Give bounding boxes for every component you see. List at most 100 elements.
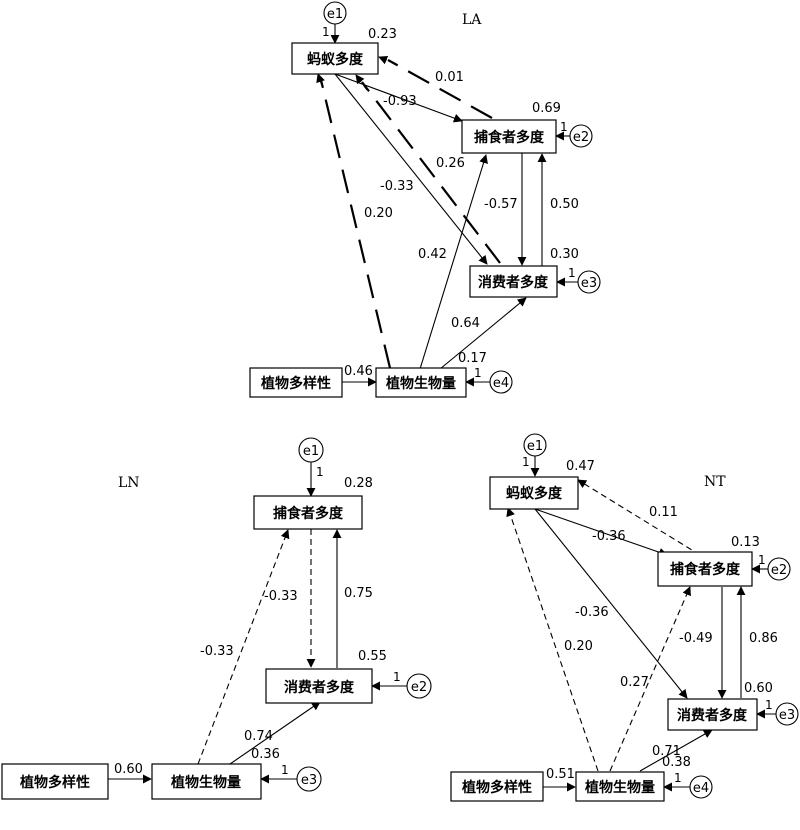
la-r2-plant-biomass: 0.17 bbox=[458, 351, 487, 366]
svg-text:e3: e3 bbox=[581, 276, 597, 291]
svg-text:植物生物量: 植物生物量 bbox=[385, 375, 456, 392]
ln-weight-e2: 1 bbox=[393, 670, 401, 684]
nt-r2-ant: 0.47 bbox=[566, 459, 595, 474]
nt-node-plant-biomass: 植物生物量 bbox=[575, 771, 665, 802]
la-weight-e1: 1 bbox=[322, 25, 330, 39]
la-error-e1: e1 bbox=[323, 1, 347, 25]
ln-node-plant-diversity: 植物多样性 bbox=[1, 763, 109, 800]
ln-weight-e1: 1 bbox=[316, 465, 324, 479]
svg-text:e1: e1 bbox=[327, 7, 343, 22]
ln-coef-consumer-predator: 0.75 bbox=[344, 586, 373, 601]
la-path-plantbio-predator bbox=[419, 154, 488, 370]
nt-path-plantbio-predator-dashed bbox=[609, 586, 691, 772]
ln-r2-predator: 0.28 bbox=[344, 476, 373, 491]
panel-title-la: LA bbox=[462, 12, 482, 28]
la-weight-e3: 1 bbox=[568, 266, 576, 280]
nt-weight-e1: 1 bbox=[522, 455, 530, 469]
nt-error-e2: e2 bbox=[767, 557, 791, 581]
la-coef-consumer-predator: 0.50 bbox=[550, 197, 579, 212]
ln-error-e2: e2 bbox=[406, 673, 432, 699]
panel-nt: NT 蚂蚁多度 捕食者多度 消费者多度 植物多样性 bbox=[450, 433, 799, 802]
svg-text:蚂蚁多度: 蚂蚁多度 bbox=[307, 51, 364, 68]
la-node-plant-biomass: 植物生物量 bbox=[375, 367, 467, 398]
svg-text:消费者多度: 消费者多度 bbox=[677, 707, 748, 724]
ln-coef-plantdiv-plantbio: 0.60 bbox=[114, 762, 143, 777]
ln-coef-predator-consumer: -0.33 bbox=[264, 589, 298, 604]
nt-node-consumer: 消费者多度 bbox=[667, 698, 758, 731]
nt-weight-e2: 1 bbox=[758, 553, 766, 567]
nt-coef-plantbio-consumer: 0.71 bbox=[652, 744, 681, 759]
nt-path-plantbio-ant-dashed bbox=[506, 507, 599, 772]
svg-text:e3: e3 bbox=[301, 773, 317, 788]
la-coef-plantbio-consumer: 0.64 bbox=[451, 316, 480, 331]
ln-error-e1: e1 bbox=[298, 437, 324, 463]
nt-r2-consumer: 0.60 bbox=[744, 681, 773, 696]
la-error-e3: e3 bbox=[577, 270, 601, 294]
la-path-consumer-ant-dashed bbox=[361, 81, 501, 264]
svg-text:e2: e2 bbox=[573, 130, 589, 145]
nt-coef-consumer-predator: 0.86 bbox=[749, 631, 778, 646]
la-weight-e4: 1 bbox=[474, 366, 482, 380]
nt-node-plant-diversity: 植物多样性 bbox=[450, 771, 544, 802]
la-r2-consumer: 0.30 bbox=[550, 247, 579, 262]
ln-node-consumer: 消费者多度 bbox=[265, 668, 373, 704]
svg-text:植物多样性: 植物多样性 bbox=[19, 774, 90, 791]
ln-path-plantbio-consumer bbox=[229, 701, 321, 765]
nt-coef-ant-consumer: -0.36 bbox=[575, 605, 609, 620]
la-path-consumer-ant-arrow bbox=[355, 74, 368, 91]
la-r2-ant: 0.23 bbox=[368, 27, 397, 42]
svg-text:植物生物量: 植物生物量 bbox=[170, 774, 241, 791]
svg-text:e3: e3 bbox=[779, 708, 795, 723]
la-error-e4: e4 bbox=[489, 370, 513, 394]
nt-path-ant-consumer bbox=[534, 508, 688, 699]
la-path-predator-ant-dashed bbox=[387, 59, 493, 119]
svg-text:捕食者多度: 捕食者多度 bbox=[273, 505, 344, 522]
la-coef-plantdiv-plantbio: 0.46 bbox=[344, 364, 373, 379]
la-error-e2: e2 bbox=[569, 124, 593, 148]
nt-coef-plantdiv-plantbio: 0.51 bbox=[546, 767, 575, 782]
la-coef-plantbio-predator: 0.42 bbox=[418, 247, 447, 262]
svg-text:蚂蚁多度: 蚂蚁多度 bbox=[506, 485, 563, 502]
svg-text:消费者多度: 消费者多度 bbox=[284, 679, 355, 696]
panel-la: LA 蚂蚁多度 捕食者多度 消费者多度 bbox=[249, 1, 601, 398]
svg-text:e1: e1 bbox=[527, 439, 543, 454]
panel-ln: LN 捕食者多度 消费者多度 植物多样性 植物生物量 bbox=[1, 437, 432, 800]
nt-error-e4: e4 bbox=[689, 775, 713, 799]
svg-text:植物多样性: 植物多样性 bbox=[461, 779, 532, 796]
la-path-predator-ant-arrow bbox=[378, 55, 397, 65]
ln-r2-consumer: 0.55 bbox=[358, 649, 387, 664]
svg-text:植物多样性: 植物多样性 bbox=[260, 375, 331, 392]
nt-coef-predator-consumer: -0.49 bbox=[679, 631, 713, 646]
nt-path-plantbio-consumer bbox=[639, 729, 713, 772]
ln-error-e3: e3 bbox=[296, 766, 322, 792]
nt-coef-plantbio-ant: 0.20 bbox=[564, 639, 593, 654]
la-node-consumer: 消费者多度 bbox=[469, 265, 558, 298]
ln-coef-plantbio-predator: -0.33 bbox=[200, 644, 234, 659]
nt-coef-ant-predator: -0.36 bbox=[592, 529, 626, 544]
nt-node-ant: 蚂蚁多度 bbox=[489, 476, 579, 510]
la-coef-consumer-ant: 0.26 bbox=[436, 156, 465, 171]
la-coef-predator-ant: 0.01 bbox=[435, 70, 464, 85]
la-path-plantbio-ant-arrow bbox=[316, 73, 325, 87]
nt-r2-predator: 0.13 bbox=[731, 535, 760, 550]
nt-error-e1: e1 bbox=[523, 433, 547, 457]
panel-title-ln: LN bbox=[118, 475, 140, 491]
svg-text:e4: e4 bbox=[493, 376, 509, 391]
svg-text:消费者多度: 消费者多度 bbox=[478, 274, 549, 291]
ln-r2-plant-biomass: 0.36 bbox=[251, 747, 280, 762]
ln-path-plantbio-predator-dashed bbox=[197, 529, 290, 765]
la-node-plant-diversity: 植物多样性 bbox=[249, 367, 343, 398]
nt-weight-e3: 1 bbox=[765, 698, 773, 712]
la-coef-predator-consumer: -0.57 bbox=[484, 197, 518, 212]
la-path-plantbio-consumer bbox=[439, 297, 527, 370]
ln-node-predator: 捕食者多度 bbox=[253, 495, 363, 530]
la-r2-predator: 0.69 bbox=[532, 101, 561, 116]
la-weight-e2: 1 bbox=[560, 120, 568, 134]
la-coef-ant-consumer: -0.33 bbox=[380, 179, 414, 194]
nt-r2-plant-biomass: 0.38 bbox=[662, 755, 691, 770]
ln-coef-plantbio-consumer: 0.74 bbox=[244, 729, 273, 744]
svg-text:捕食者多度: 捕食者多度 bbox=[474, 129, 545, 146]
ln-node-plant-biomass: 植物生物量 bbox=[151, 763, 262, 800]
nt-weight-e4: 1 bbox=[674, 771, 682, 785]
